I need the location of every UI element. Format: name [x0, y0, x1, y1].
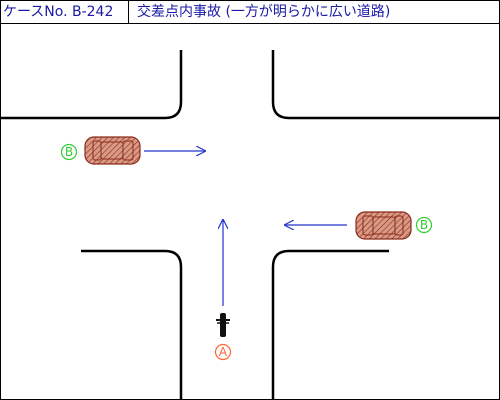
- party-b-marker-east: B: [415, 216, 433, 234]
- case-title: 交差点内事故 (一方が明らかに広い道路): [137, 4, 391, 20]
- svg-text:B: B: [65, 145, 73, 159]
- case-number: ケースNo. B-242: [1, 1, 129, 23]
- svg-text:B: B: [420, 218, 428, 232]
- curb-bottom-left: [81, 249, 183, 399]
- car-icon: [355, 211, 412, 240]
- curb-bottom-right: [271, 249, 389, 399]
- car-icon: [84, 136, 141, 165]
- intersection-diagram: B B A: [1, 24, 499, 399]
- party-b-marker-west: B: [60, 143, 78, 161]
- svg-text:A: A: [219, 345, 228, 359]
- case-header: ケースNo. B-242 交差点内事故 (一方が明らかに広い道路): [1, 1, 499, 24]
- curb-top-right: [271, 50, 499, 120]
- intersection-svg: B B A: [1, 50, 499, 399]
- motorcycle-icon: [216, 313, 230, 337]
- party-a-marker: A: [214, 343, 232, 361]
- curb-top-left: [1, 50, 183, 120]
